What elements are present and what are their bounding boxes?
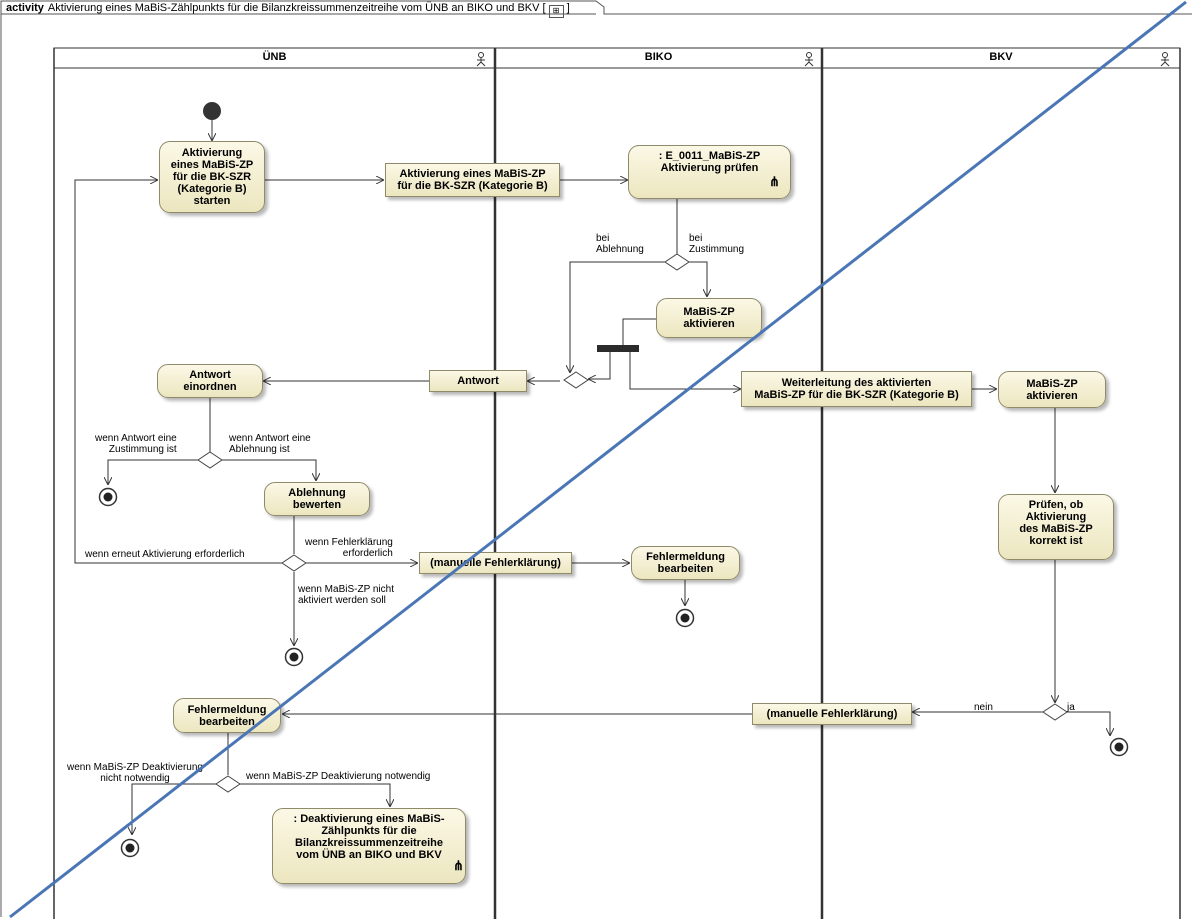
guard-error-clearing: wenn Fehlerklärung erforderlich bbox=[305, 537, 393, 559]
guard-yes: ja bbox=[1067, 702, 1075, 713]
guard-on-rejection: bei Ablehnung bbox=[596, 233, 644, 255]
guard-on-approval: bei Zustimmung bbox=[689, 233, 745, 255]
final-node bbox=[284, 647, 304, 667]
decision-approval bbox=[664, 253, 690, 271]
action-deactivation[interactable]: : Deaktivierung eines MaBiS- Zählpunkts … bbox=[272, 808, 466, 884]
final-node bbox=[120, 838, 140, 858]
decision-nodes bbox=[197, 253, 1068, 793]
action-sort-answer[interactable]: Antwort einordnen bbox=[157, 364, 263, 398]
guard-deactivation-needed: wenn MaBiS-ZP Deaktivierung notwendig bbox=[246, 771, 431, 782]
final-node bbox=[1109, 737, 1129, 757]
initial-node bbox=[203, 102, 221, 120]
call-behavior-icon: ⋔ bbox=[769, 174, 780, 189]
decision-error-clearing bbox=[281, 554, 307, 572]
object-forwarding[interactable]: Weiterleitung des aktivierten MaBiS-ZP f… bbox=[741, 371, 972, 407]
action-evaluate-rejection[interactable]: Ablehnung bewerten bbox=[264, 482, 370, 516]
guard-answer-rejection: wenn Antwort eine Ablehnung ist bbox=[229, 433, 311, 455]
lane-header-bkv: BKV bbox=[989, 51, 1013, 63]
guard-no: nein bbox=[974, 702, 993, 713]
action-bkv-activate[interactable]: MaBiS-ZP aktivieren bbox=[998, 371, 1106, 408]
action-check-correct[interactable]: Prüfen, ob Aktivierung des MaBiS-ZP korr… bbox=[998, 494, 1114, 560]
decision-correct bbox=[1042, 703, 1068, 721]
final-node bbox=[675, 608, 695, 628]
guard-reactivation: wenn erneut Aktivierung erforderlich bbox=[85, 549, 245, 560]
decision-answer-type bbox=[197, 451, 223, 469]
guard-answer-approval: wenn Antwort eine Zustimmung ist bbox=[95, 433, 177, 455]
lane-header-biko: BIKO bbox=[644, 51, 673, 63]
guard-not-activated: wenn MaBiS-ZP nicht aktiviert werden sol… bbox=[298, 584, 394, 606]
object-answer[interactable]: Antwort bbox=[429, 370, 527, 392]
decision-deactivation bbox=[215, 775, 241, 793]
final-node bbox=[98, 487, 118, 507]
object-manual-clearing-2[interactable]: (manuelle Fehlerklärung) bbox=[752, 703, 912, 725]
action-biko-activate[interactable]: MaBiS-ZP aktivieren bbox=[656, 298, 762, 338]
action-process-error-biko[interactable]: Fehlermeldung bearbeiten bbox=[631, 546, 740, 580]
fork-bar bbox=[597, 345, 639, 352]
lane-header-unb: ÜNB bbox=[262, 51, 287, 63]
object-manual-clearing-1[interactable]: (manuelle Fehlerklärung) bbox=[419, 552, 572, 574]
call-behavior-icon: ⋔ bbox=[453, 858, 464, 873]
action-start-activation[interactable]: Aktivierung eines MaBiS-ZP für die BK-SZ… bbox=[159, 141, 265, 213]
action-process-error-unb[interactable]: Fehlermeldung bearbeiten bbox=[173, 698, 281, 733]
decision-merge-answer bbox=[563, 371, 589, 389]
final-nodes bbox=[98, 487, 1129, 858]
action-check-activation[interactable]: : E_0011_MaBiS-ZP Aktivierung prüfen bbox=[628, 145, 791, 199]
guard-deactivation-not-needed: wenn MaBiS-ZP Deaktivierung nicht notwen… bbox=[67, 762, 203, 784]
object-activation-request[interactable]: Aktivierung eines MaBiS-ZP für die BK-SZ… bbox=[385, 163, 560, 197]
